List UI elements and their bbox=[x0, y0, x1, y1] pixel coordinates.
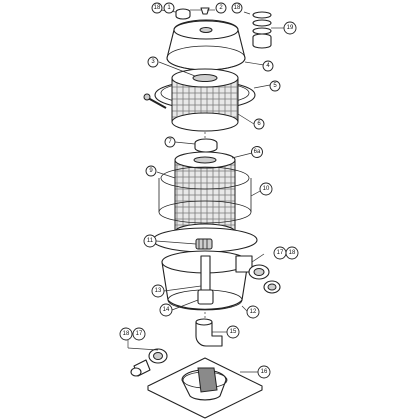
callout-10: 10 bbox=[259, 182, 273, 196]
svg-text:9: 9 bbox=[149, 168, 153, 174]
svg-text:6: 6 bbox=[257, 121, 261, 127]
svg-text:6a: 6a bbox=[254, 149, 261, 155]
knob-part bbox=[200, 7, 210, 15]
callout-16: 16 bbox=[257, 365, 271, 379]
left-union-part bbox=[130, 348, 168, 377]
dome-lid-part bbox=[166, 19, 246, 71]
clamp-bolt-part bbox=[143, 93, 167, 109]
vent-cap-part bbox=[175, 8, 191, 20]
callout-18-top-right: 18 bbox=[231, 2, 243, 14]
callout-2: 2 bbox=[215, 2, 227, 14]
svg-text:16: 16 bbox=[261, 369, 268, 375]
drain-valve-part bbox=[195, 238, 213, 250]
svg-text:18: 18 bbox=[289, 250, 296, 256]
base-stand-part bbox=[147, 357, 263, 419]
svg-text:4: 4 bbox=[266, 63, 270, 69]
callout-13: 13 bbox=[151, 284, 165, 298]
callout-7: 7 bbox=[164, 136, 176, 148]
svg-text:2: 2 bbox=[219, 5, 223, 11]
svg-text:11: 11 bbox=[147, 238, 154, 244]
callout-18-top: 18 bbox=[151, 2, 163, 14]
svg-text:18: 18 bbox=[154, 5, 161, 11]
svg-text:17: 17 bbox=[277, 250, 284, 256]
svg-text:7: 7 bbox=[168, 139, 172, 145]
callout-3: 3 bbox=[147, 56, 159, 68]
callout-18-right: 18 bbox=[285, 246, 299, 260]
tank-body-ring-part bbox=[158, 166, 252, 224]
main-cartridge-part bbox=[174, 151, 236, 241]
callout-1: 1 bbox=[163, 2, 175, 14]
svg-text:12: 12 bbox=[250, 309, 257, 315]
callout-11: 11 bbox=[143, 234, 157, 248]
elbow-fitting-part bbox=[195, 318, 223, 347]
svg-text:3: 3 bbox=[151, 59, 155, 65]
callout-4: 4 bbox=[262, 60, 274, 72]
callout-14: 14 bbox=[159, 303, 173, 317]
svg-text:19: 19 bbox=[287, 25, 294, 31]
svg-text:18: 18 bbox=[123, 331, 130, 337]
svg-text:13: 13 bbox=[155, 288, 162, 294]
callout-9: 9 bbox=[145, 165, 157, 177]
callout-6a: 6a bbox=[251, 146, 263, 158]
svg-text:10: 10 bbox=[263, 186, 270, 192]
callout-19: 19 bbox=[283, 21, 297, 35]
upper-cartridge-part bbox=[171, 68, 239, 132]
callout-17-left: 17 bbox=[132, 327, 146, 341]
svg-text:17: 17 bbox=[136, 331, 143, 337]
svg-text:14: 14 bbox=[163, 307, 170, 313]
callout-12: 12 bbox=[246, 305, 260, 319]
right-union-part bbox=[235, 255, 281, 294]
callout-5: 5 bbox=[269, 80, 281, 92]
svg-text:5: 5 bbox=[273, 83, 277, 89]
insert-ring-part bbox=[194, 138, 218, 153]
svg-text:18: 18 bbox=[234, 5, 241, 11]
standpipe-part bbox=[197, 255, 214, 305]
callout-6: 6 bbox=[253, 118, 265, 130]
callout-18-left: 18 bbox=[119, 327, 133, 341]
svg-text:15: 15 bbox=[230, 329, 237, 335]
leader-lines bbox=[127, 9, 284, 373]
svg-text:1: 1 bbox=[167, 5, 171, 11]
callout-17-right: 17 bbox=[273, 246, 287, 260]
o-ring-set-part bbox=[252, 11, 272, 49]
callout-15: 15 bbox=[226, 325, 240, 339]
